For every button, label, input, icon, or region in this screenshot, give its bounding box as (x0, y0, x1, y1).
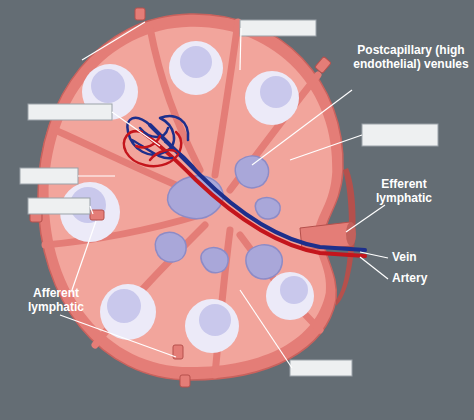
afferent-lymphatic-vessel (180, 375, 190, 387)
lymphoid-follicle (245, 71, 299, 125)
leader-line (112, 112, 160, 146)
leader-line (72, 221, 96, 290)
leader-line (290, 135, 362, 160)
leader-line (60, 22, 388, 368)
blank-label-box (240, 20, 316, 36)
leader-line (360, 257, 388, 279)
lymphoid-follicle (107, 289, 141, 323)
lymphoid-follicle (266, 272, 314, 320)
blank-label-box (28, 198, 90, 214)
lymphoid-follicle (185, 299, 239, 353)
lymphoid-follicle (180, 46, 212, 78)
blood-vessels (124, 131, 181, 166)
medullary-cord (255, 198, 280, 219)
medullary-cord (155, 232, 186, 262)
lymphoid-follicle (91, 69, 125, 103)
capsule (49, 27, 333, 367)
part-label: Efferent lymphatic (366, 178, 442, 206)
leader-line (60, 315, 176, 357)
lymphoid-follicle (199, 304, 231, 336)
leader-line (240, 290, 292, 368)
part-label: Afferent lymphatic (18, 287, 94, 315)
lymphoid-follicle (60, 41, 314, 353)
capsule (38, 14, 356, 380)
part-label: Artery (392, 272, 452, 286)
leader-line (90, 206, 93, 214)
blank-label-box (20, 20, 438, 376)
medullary-cord (235, 156, 268, 188)
lymphoid-follicle (260, 76, 292, 108)
leader-line (82, 22, 145, 60)
leader-line (240, 28, 241, 70)
part-label: Vein (392, 251, 452, 265)
blank-label-box (20, 168, 78, 184)
medullary-cord (246, 245, 282, 279)
medullary-cord (201, 248, 228, 273)
medullary-cord (155, 156, 282, 279)
part-label: Postcapillary (high endothelial) venules (350, 44, 472, 72)
afferent-lymphatic-vessel (135, 8, 145, 20)
lymphoid-follicle (169, 41, 223, 95)
trabecula (215, 22, 238, 175)
blank-label-box (362, 124, 438, 146)
blood-vessels (165, 142, 200, 175)
blank-label-box (28, 104, 112, 120)
lymphoid-follicle (280, 276, 308, 304)
leader-line (252, 90, 352, 165)
trabecula (230, 75, 318, 190)
blank-label-box (290, 360, 352, 376)
lymphoid-follicle (100, 284, 156, 340)
leader-line (78, 175, 115, 176)
afferent-lymphatic-vessel (315, 56, 332, 73)
capsule (38, 14, 343, 380)
leader-line (346, 205, 385, 232)
blood-vessels (124, 116, 365, 256)
leader-line (360, 252, 388, 258)
